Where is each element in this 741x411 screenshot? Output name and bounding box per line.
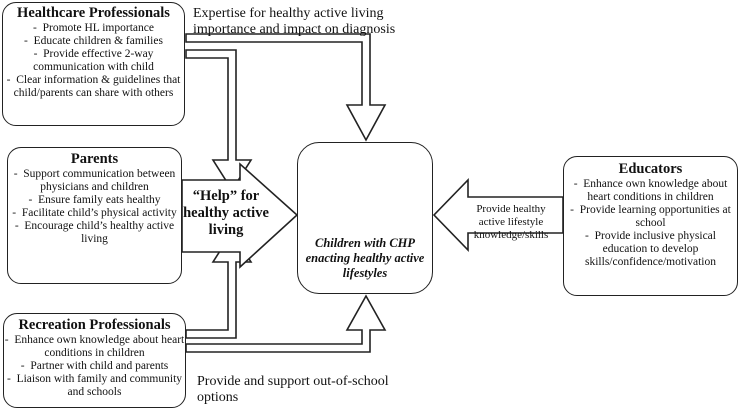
- educators-box: Educators Enhance own knowledge about he…: [563, 156, 738, 296]
- parents-box: Parents Support communication between ph…: [7, 147, 182, 284]
- list-item: Provide inclusive physical education to …: [564, 230, 737, 269]
- top-arrow-label: Expertise for healthy active living impo…: [193, 6, 396, 37]
- parents-list: Support communication between physicians…: [8, 168, 181, 246]
- list-item: Partner with child and parents: [4, 360, 185, 373]
- help-label: “Help” for healthy active living: [183, 188, 269, 238]
- top-arrow: [185, 33, 387, 142]
- hp-down-arrow: [185, 49, 253, 192]
- recreation-title: Recreation Professionals: [18, 317, 171, 333]
- list-item: Ensure family eats healthy: [8, 194, 181, 207]
- healthcare-list: Promote HL importance Educate children &…: [3, 22, 184, 100]
- list-item: Promote HL importance: [3, 22, 184, 35]
- list-item: Liaison with family and community and sc…: [4, 373, 185, 399]
- list-item: Enhance own knowledge about heart condit…: [564, 178, 737, 204]
- healthcare-title: Healthcare Professionals: [17, 5, 170, 21]
- children-label: Children with CHP enacting healthy activ…: [305, 236, 425, 280]
- list-item: Provide effective 2-way communication wi…: [3, 48, 184, 74]
- educator-arrow-label: Provide healthy active lifestyle knowled…: [473, 203, 549, 241]
- list-item: Encourage child’s healthy active living: [8, 220, 181, 246]
- educator-arrow: [432, 178, 564, 252]
- bottom-arrow: [185, 294, 387, 353]
- help-arrow: [181, 162, 299, 269]
- list-item: Enhance own knowledge about heart condit…: [4, 334, 185, 360]
- list-item: Clear information & guidelines that chil…: [3, 74, 184, 100]
- recreation-professionals-box: Recreation Professionals Enhance own kno…: [3, 313, 186, 408]
- children-box: [297, 142, 433, 294]
- list-item: Support communication between physicians…: [8, 168, 181, 194]
- parents-title: Parents: [70, 151, 119, 167]
- bottom-arrow-label: Provide and support out-of-school option…: [197, 374, 389, 405]
- recreation-list: Enhance own knowledge about heart condit…: [4, 334, 185, 399]
- healthcare-professionals-box: Healthcare Professionals Promote HL impo…: [2, 2, 185, 126]
- educators-title: Educators: [618, 161, 683, 177]
- list-item: Provide learning opportunities at school: [564, 204, 737, 230]
- list-item: Facilitate child’s physical activity: [8, 207, 181, 220]
- educators-list: Enhance own knowledge about heart condit…: [564, 178, 737, 269]
- list-item: Educate children & families: [3, 35, 184, 48]
